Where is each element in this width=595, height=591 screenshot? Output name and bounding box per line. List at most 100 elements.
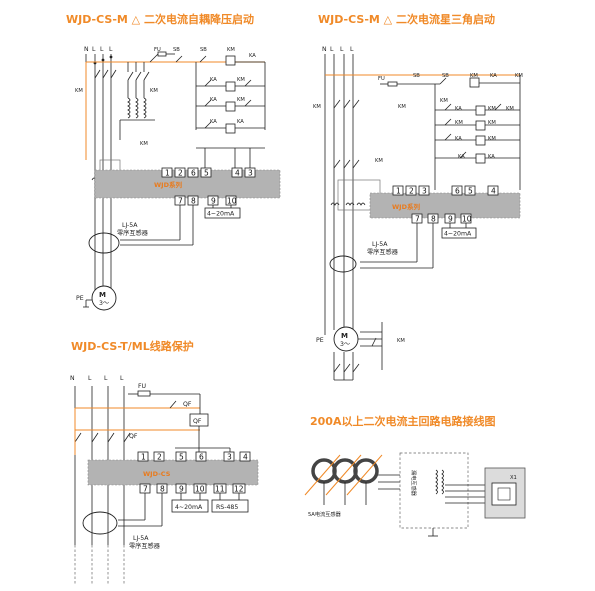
diagram-3-line-protection: WJD-CS-T/ML线路保护 N L L L: [70, 339, 259, 585]
terminal-5: 5: [204, 169, 209, 178]
terminal-5-2: 5: [468, 187, 473, 196]
bus-l2-label-2: L: [340, 46, 344, 53]
analog-output-box-3: [171, 499, 209, 513]
motor: [83, 285, 117, 311]
terminal-9-2: 9: [448, 215, 453, 224]
km-label-2f: KM: [455, 120, 463, 126]
fu-label-2: FU: [378, 76, 385, 82]
bus-l3-label: L: [109, 46, 113, 53]
ct-name-label: 零序互感器: [117, 229, 149, 237]
analog-output-label-3: 4~20mA: [175, 504, 203, 511]
km-label-right: KM: [150, 88, 158, 94]
km-label-2e: KM: [506, 106, 514, 112]
analog-output-box-2: [441, 227, 477, 239]
ka-label-top: KA: [249, 53, 256, 59]
sb2-label-2: SB: [442, 73, 449, 79]
bus-l2-label-3: L: [104, 375, 108, 382]
diagram-4-main-circuit: 200A以上二次电流主回路电路接线图 5A电流互感器 漏电互感器: [304, 414, 526, 537]
bus-l1-label-2: L: [330, 46, 334, 53]
km-label-row2: KM: [237, 77, 245, 83]
terminal-8-3: 8: [160, 485, 165, 494]
rs485-box-3: [211, 499, 249, 513]
relay-series-label-2: WJD系列: [392, 202, 420, 211]
km-label-left: KM: [75, 88, 83, 94]
terminal-8-2: 8: [431, 215, 436, 224]
leakage-ct-box: [399, 452, 469, 529]
motor-phase-label-2: 3～: [340, 341, 350, 348]
ka-label-2e: KA: [488, 154, 495, 160]
terminal-module-x1: [484, 467, 526, 519]
diagram-2-title: WJD-CS-M △ 二次电流星三角启动: [318, 12, 495, 26]
diagram-1-title: WJD-CS-M △ 二次电流自耦降压启动: [66, 12, 254, 26]
km-label-side-2: KM: [398, 104, 406, 110]
terminal-10-3: 10: [195, 485, 205, 494]
relay-band-3: [87, 459, 259, 486]
bus-l1-label-3: L: [88, 375, 92, 382]
terminal-6: 6: [191, 169, 196, 178]
motor-label-2: M: [341, 332, 348, 340]
terminal-7-2: 7: [415, 215, 420, 224]
ka-label-2c: KA: [455, 136, 462, 142]
main-contacts: [94, 62, 150, 81]
terminal-1-2: 1: [396, 187, 401, 196]
terminal-8: 8: [191, 197, 196, 206]
terminal-row-top: [161, 167, 256, 178]
ka-label-row4: KA: [210, 119, 217, 125]
terminal-1: 1: [165, 169, 170, 178]
km-label-delta-2: KM: [397, 338, 405, 344]
motor-2: [333, 322, 383, 381]
ka-label-2a: KA: [490, 73, 497, 79]
fu-label-3: FU: [138, 383, 146, 390]
terminal-3: 3: [248, 169, 253, 178]
fuse-qf-3: [128, 390, 231, 462]
terminal-2: 2: [178, 169, 183, 178]
busbars-3: [74, 386, 131, 585]
terminal-7: 7: [178, 197, 183, 206]
busbars-2: [324, 54, 360, 335]
bus-n-label: N: [84, 46, 89, 53]
terminal-9: 9: [211, 197, 216, 206]
analog-output-label: 4~20mA: [207, 211, 235, 218]
terminal-2-2: 2: [409, 187, 414, 196]
km-label-2h: KM: [488, 136, 496, 142]
relay-series-label-3: WJD-CS: [143, 470, 171, 478]
rs485-label-3: RS-485: [216, 504, 238, 511]
km-label-star-2: KM: [375, 158, 383, 164]
km-label-2g: KM: [488, 120, 496, 126]
analog-output-box: [204, 207, 241, 219]
bus-l3-label-3: L: [120, 375, 124, 382]
ct-5a-label: 5A电流互感器: [308, 510, 342, 518]
autotransformer-coils: [119, 80, 155, 140]
zero-sequence-ct-3: [82, 511, 118, 535]
zero-sequence-ct-2: [329, 255, 357, 273]
bus-n-label-3: N: [70, 375, 75, 382]
bus-n-label-2: N: [322, 46, 327, 53]
ct-model-label-3: LJ-5A: [133, 535, 149, 542]
km-label-2d: KM: [488, 106, 496, 112]
control-ladder: [149, 51, 266, 168]
ct-name-label-2: 零序互感器: [367, 248, 399, 256]
qf-label-3b: QF: [193, 418, 202, 425]
pe-label: PE: [76, 295, 84, 302]
terminal-6-3: 6: [199, 453, 204, 462]
terminal-11-3: 11: [215, 485, 225, 494]
diagram-1-autotransformer: WJD-CS-M △ 二次电流自耦降压启动 N L L L: [66, 12, 281, 311]
terminal-6-2: 6: [455, 187, 460, 196]
km-label-2c: KM: [440, 98, 448, 104]
terminal-row-bottom-3: [139, 483, 246, 494]
qf-label-3c: QF: [129, 433, 138, 440]
ct-model-label-2: LJ-5A: [372, 241, 388, 248]
ka-label-2b: KA: [455, 106, 462, 112]
diagram-3-title: WJD-CS-T/ML线路保护: [71, 339, 194, 353]
bus-l3-label-2: L: [350, 46, 354, 53]
motor-phase-label: 3～: [99, 300, 109, 307]
terminal-10: 10: [227, 197, 237, 206]
coil-4: [435, 469, 444, 495]
ka-label-2d: KA: [458, 154, 465, 160]
terminal-5-3: 5: [179, 453, 184, 462]
sb2-label: SB: [200, 47, 207, 53]
current-transformers: [304, 454, 383, 505]
terminal-3-2: 3: [422, 187, 427, 196]
km-label-main-2: KM: [313, 104, 321, 110]
